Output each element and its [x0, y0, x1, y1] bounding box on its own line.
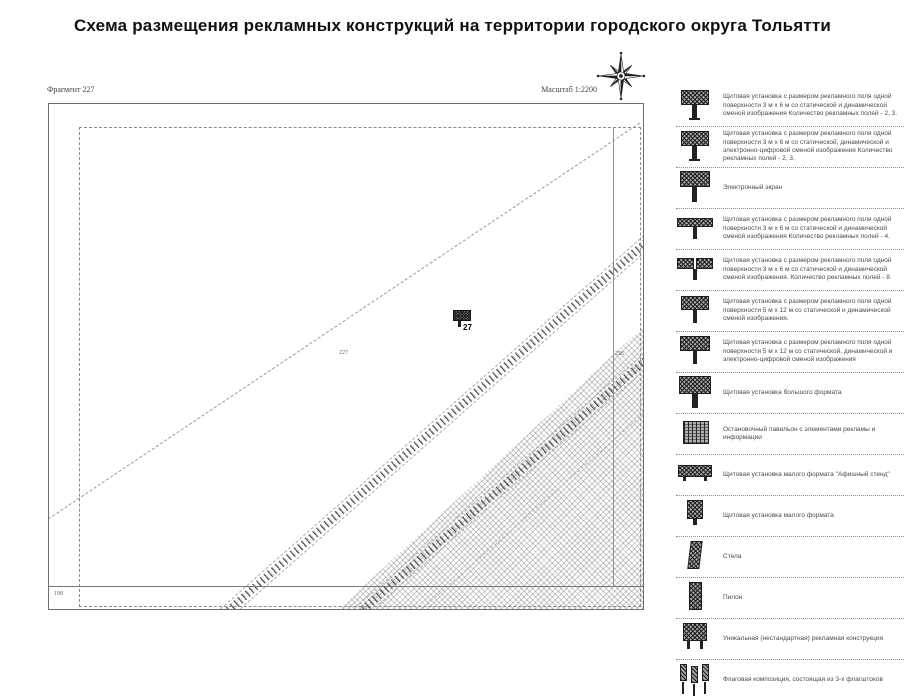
- legend-item-billboard-8fields: Щитовая установка с размером рекламного …: [676, 250, 904, 291]
- billboard-3x6-8fields-icon: [676, 252, 716, 288]
- bus-pavilion-icon: [676, 416, 716, 452]
- legend-item-bus-pavilion: Остановочный павильон с элементами рекла…: [676, 414, 904, 455]
- small-format-icon: [676, 498, 716, 534]
- legend-item-large-format: Щитовая установка большого формата: [676, 373, 904, 414]
- legend-item-label: Щитовая установка с размером рекламного …: [723, 257, 892, 282]
- legend-item-billboard-4fields: Щитовая установка с размером рекламного …: [676, 209, 904, 250]
- legend-item-label: Щитовая установка малого формата: [723, 511, 834, 519]
- fragment-dashed-border: [79, 127, 641, 607]
- billboard-large-format-icon: [676, 375, 716, 411]
- legend-item-pylon: Пилон: [676, 578, 904, 619]
- legend-item-stela: Стела: [676, 537, 904, 578]
- legend-item-billboard-5x12-digital: Щитовая установка с размером рекламного …: [676, 332, 904, 373]
- legend-item-label: Флаговая композиция, состоящая из 3-х фл…: [723, 675, 883, 683]
- legend-item-billboard-3x6: Щитовая установка с размером рекламного …: [676, 86, 904, 127]
- billboard-3x6-digital-icon: [676, 129, 716, 165]
- adjacent-fragment-right-number: 226: [615, 351, 624, 357]
- billboard-marker-pole: [458, 321, 461, 327]
- billboard-3x6-4fields-icon: [676, 211, 716, 247]
- pylon-icon: [676, 580, 716, 616]
- legend-item-label: Щитовая установка с размером рекламного …: [723, 130, 893, 163]
- fragment-label: Фрагмент 227: [47, 85, 95, 94]
- legend-item-label: Щитовая установка с размером рекламного …: [723, 339, 893, 364]
- legend-item-billboard-5x12: Щитовая установка с размером рекламного …: [676, 291, 904, 332]
- marker-number-label: 27: [463, 323, 472, 332]
- legend-item-label: Щитовая установка с размером рекламного …: [723, 216, 892, 241]
- legend-item-label: Электронный экран: [723, 183, 783, 191]
- legend-item-flag-composition: Флаговая композиция, состоящая из 3-х фл…: [676, 660, 904, 700]
- legend-item-label: Щитовая установка малого формата "Афишны…: [723, 470, 890, 478]
- legend-item-label: Пилон: [723, 593, 743, 601]
- compass-rose-icon: [596, 51, 646, 101]
- fragment-boundary-horizontal: [49, 586, 643, 587]
- billboard-marker-27[interactable]: 27: [453, 310, 483, 332]
- unique-construction-icon: [676, 621, 716, 657]
- electronic-screen-icon: [676, 170, 716, 206]
- billboard-5x12-digital-icon: [676, 334, 716, 370]
- legend-item-label: Щитовая установка с размером рекламного …: [723, 93, 898, 118]
- legend-item-label: Щитовая установка большого формата: [723, 388, 842, 396]
- fragment-number: 227: [339, 350, 348, 356]
- billboard-5x12-icon: [676, 293, 716, 329]
- legend-item-billboard-3x6-digital: Щитовая установка с размером рекламного …: [676, 127, 904, 168]
- stela-icon: [676, 539, 716, 575]
- legend-item-label: Щитовая установка с размером рекламного …: [723, 298, 892, 323]
- page-title: Схема размещения рекламных конструкций н…: [73, 16, 832, 35]
- legend-item-label: Остановочный павильон с элементами рекла…: [723, 425, 876, 441]
- scale-label: Масштаб 1:2200: [541, 85, 597, 94]
- legend-panel: Щитовая установка с размером рекламного …: [676, 86, 904, 696]
- legend-item-label: Уникальная (нестандартная) рекламная кон…: [723, 634, 884, 642]
- legend-item-poster-stand: Щитовая установка малого формата "Афишны…: [676, 455, 904, 496]
- legend-item-electronic-screen: Электронный экран: [676, 168, 904, 209]
- billboard-3x6-icon: [676, 88, 716, 124]
- legend-item-small-format: Щитовая установка малого формата: [676, 496, 904, 537]
- fragment-boundary-vertical: [613, 127, 614, 586]
- poster-stand-icon: [676, 457, 716, 493]
- map-canvas[interactable]: 227 226 198 27: [48, 103, 644, 610]
- legend-item-label: Стела: [723, 552, 742, 560]
- adjacent-fragment-bottom-number: 198: [54, 591, 63, 597]
- flag-composition-icon: [676, 662, 716, 698]
- billboard-marker-icon: [453, 310, 471, 321]
